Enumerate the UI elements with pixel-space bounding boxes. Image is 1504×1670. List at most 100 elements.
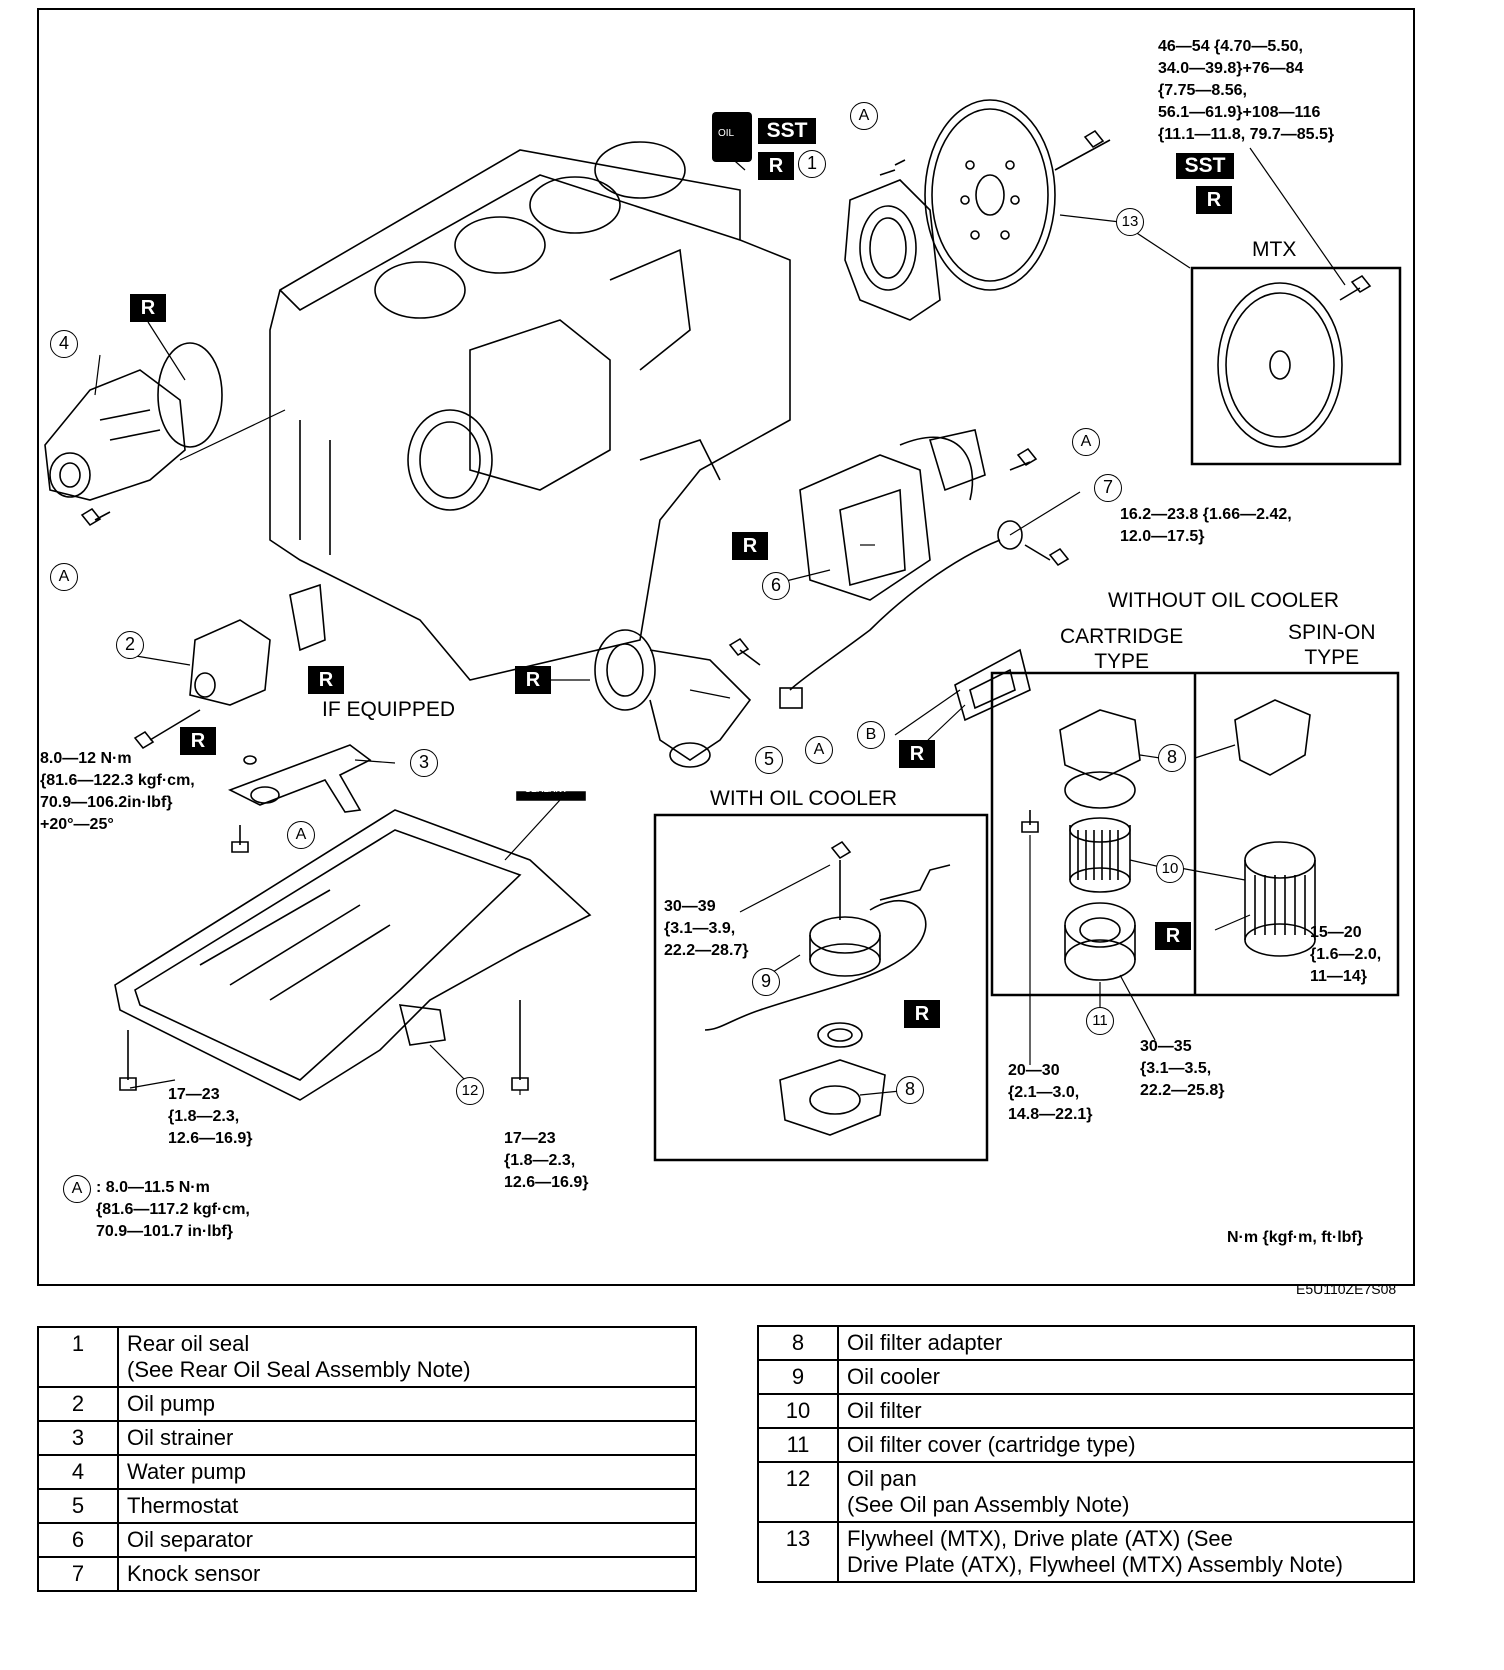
- oil-pump-drawing: [133, 583, 326, 765]
- callout-a: A: [63, 1175, 91, 1203]
- part-name: Oil filter: [837, 1393, 1415, 1429]
- part-name: Oil cooler: [837, 1359, 1415, 1395]
- callout-b: B: [857, 721, 885, 749]
- water-pump-drawing: [44, 342, 223, 527]
- part-number: 11: [757, 1427, 839, 1463]
- callout-a: A: [850, 102, 878, 130]
- part-name: Oil pump: [117, 1386, 697, 1422]
- oil-strainer-torque: 8.0—12 N·m {81.6—122.3 kgf·cm, 70.9—106.…: [40, 750, 195, 833]
- part-number: 1: [37, 1326, 119, 1388]
- knock-sensor-drawing: [779, 520, 1070, 709]
- figure-ref-code: E5U110ZE7S08: [1296, 1281, 1397, 1297]
- replace-badge: R: [904, 1000, 940, 1028]
- part-name: Oil pan (See Oil pan Assembly Note): [837, 1461, 1415, 1523]
- thermostat-drawing: [594, 629, 761, 768]
- replace-badge: R: [515, 666, 551, 694]
- spin-on-filter-torque: 15—20 {1.6—2.0, 11—14}: [1310, 924, 1382, 985]
- callout-a: A: [50, 563, 78, 591]
- filter-cover-torque: 30—35 {3.1—3.5, 22.2—25.8}: [1140, 1038, 1225, 1099]
- part-number: 4: [37, 1454, 119, 1490]
- without-oil-cooler-title: WITHOUT OIL COOLER: [1108, 589, 1340, 612]
- mtx-title: MTX: [1252, 238, 1297, 261]
- oil-tool-label: OIL: [718, 128, 735, 139]
- with-oil-cooler-inset: [653, 813, 989, 1162]
- callout-8: 8: [1158, 744, 1186, 772]
- oil-pan-torque-right: 17—23 {1.8—2.3, 12.6—16.9}: [504, 1130, 589, 1191]
- part-name: Oil filter adapter: [837, 1325, 1415, 1361]
- part-name: Water pump: [117, 1454, 697, 1490]
- part-number: 3: [37, 1420, 119, 1456]
- callout-1: 1: [798, 150, 826, 178]
- part-number: 9: [757, 1359, 839, 1395]
- sealant-tube-label: SEALANT: [525, 784, 568, 794]
- flywheel-torque: 46—54 {4.70—5.50, 34.0—39.8}+76—84 {7.75…: [1158, 38, 1335, 143]
- replace-badge: R: [180, 727, 216, 755]
- cylinder-block: [269, 141, 791, 681]
- callout-8-with-cooler: 8: [896, 1076, 924, 1104]
- callout-a: A: [1072, 428, 1100, 456]
- callout-3: 3: [410, 749, 438, 777]
- knock-sensor-torque: 16.2—23.8 {1.66—2.42, 12.0—17.5}: [1120, 506, 1292, 545]
- mtx-inset: [1190, 266, 1402, 466]
- part-name: Rear oil seal (See Rear Oil Seal Assembl…: [117, 1326, 697, 1388]
- part-name: Oil separator: [117, 1522, 697, 1558]
- callout-2: 2: [116, 631, 144, 659]
- part-number: 5: [37, 1488, 119, 1524]
- oil-cooler-torque: 30—39 {3.1—3.9, 22.2—28.7}: [664, 898, 749, 959]
- without-oil-cooler-inset: [990, 671, 1400, 997]
- oil-pan-torque-left: 17—23 {1.8—2.3, 12.6—16.9}: [168, 1086, 253, 1147]
- oil-pan-drawing: [114, 791, 592, 1101]
- part-number: 13: [757, 1521, 839, 1583]
- adapter-bolt-torque: 20—30 {2.1—3.0, 14.8—22.1}: [1008, 1062, 1093, 1123]
- callout-13: 13: [1116, 208, 1144, 236]
- a-bolt-torque-legend: : 8.0—11.5 N·m {81.6—117.2 kgf·cm, 70.9—…: [96, 1179, 250, 1240]
- callout-10: 10: [1156, 855, 1184, 883]
- replace-badge: R: [1155, 922, 1191, 950]
- callout-a: A: [287, 821, 315, 849]
- sst-badge: SST: [1176, 153, 1234, 179]
- rear-oil-seal-drawing: [844, 159, 941, 321]
- callout-7: 7: [1094, 474, 1122, 502]
- callout-6: 6: [762, 572, 790, 600]
- spin-on-type-title: SPIN-ON TYPE: [1288, 621, 1376, 669]
- part-name: Thermostat: [117, 1488, 697, 1524]
- if-equipped-label: IF EQUIPPED: [322, 698, 456, 721]
- callout-4: 4: [50, 330, 78, 358]
- with-oil-cooler-title: WITH OIL COOLER: [710, 787, 898, 810]
- cartridge-type-title: CARTRIDGE TYPE: [1060, 625, 1184, 673]
- sst-badge: SST: [758, 118, 816, 144]
- part-number: 12: [757, 1461, 839, 1523]
- replace-badge: R: [899, 740, 935, 768]
- part-number: 8: [757, 1325, 839, 1361]
- callout-11: 11: [1086, 1007, 1114, 1035]
- callout-12: 12: [456, 1077, 484, 1105]
- flywheel-drawing: [924, 99, 1111, 291]
- replace-badge: R: [1196, 186, 1232, 214]
- part-name: Flywheel (MTX), Drive plate (ATX) (See D…: [837, 1521, 1415, 1583]
- callout-9: 9: [752, 968, 780, 996]
- oil-separator-drawing: [799, 429, 1038, 601]
- replace-badge: R: [308, 666, 344, 694]
- replace-badge: R: [130, 294, 166, 322]
- part-number: 2: [37, 1386, 119, 1422]
- part-number: 7: [37, 1556, 119, 1592]
- oil-sst-tool-icon: [712, 112, 752, 162]
- diagram-frame: [37, 8, 1415, 1286]
- replace-badge: R: [732, 532, 768, 560]
- part-name: Oil filter cover (cartridge type): [837, 1427, 1415, 1463]
